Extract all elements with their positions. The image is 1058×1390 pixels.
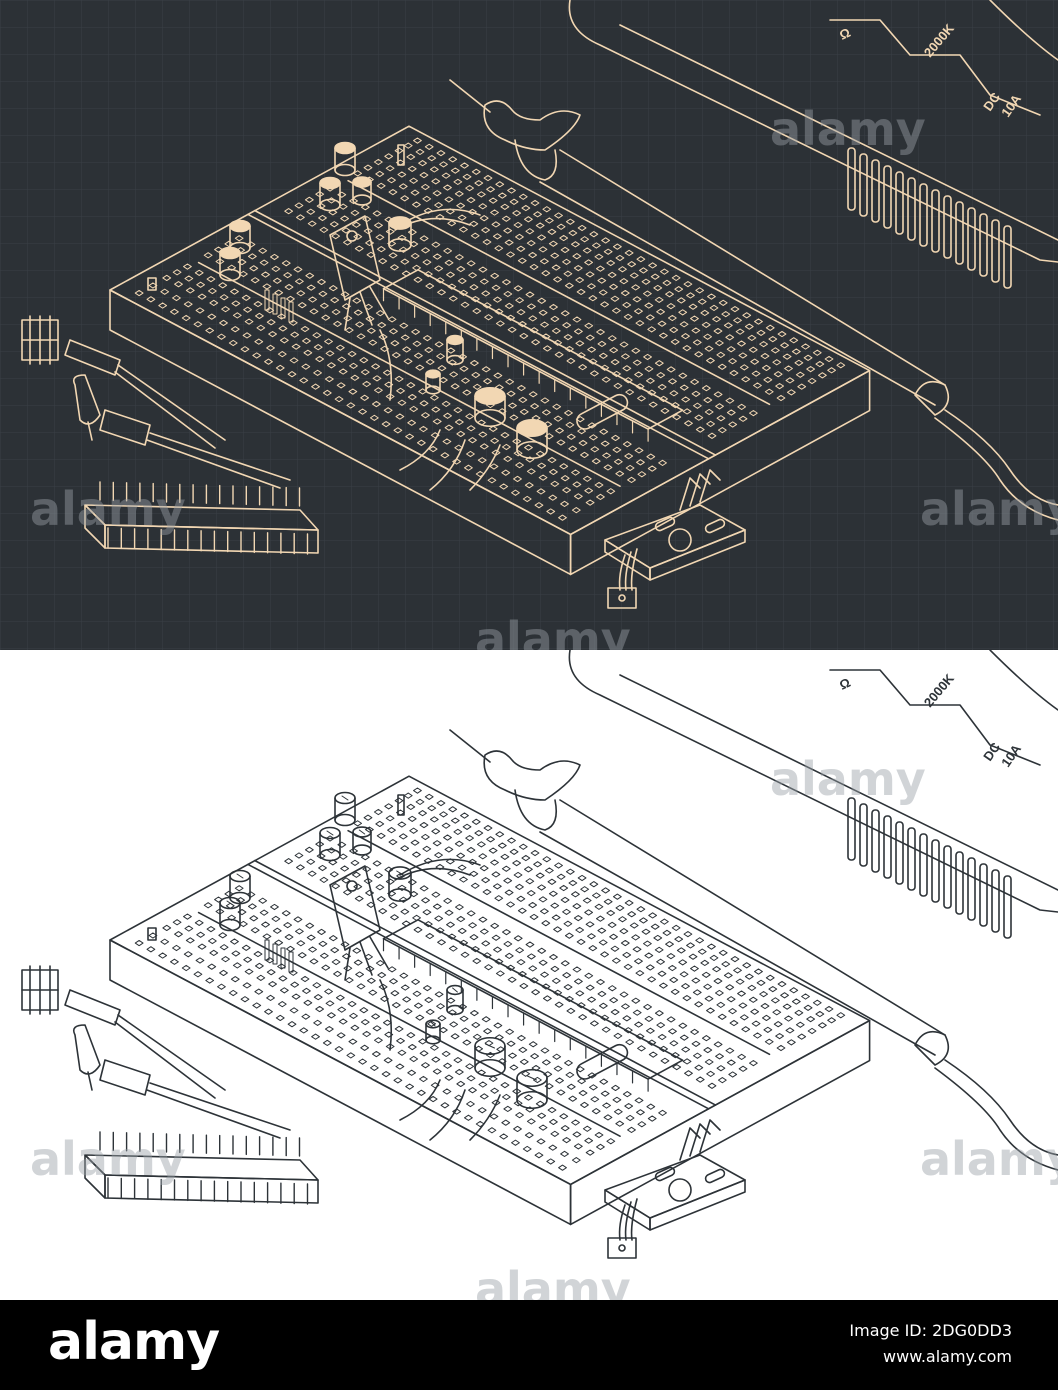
voltage-regulator xyxy=(329,215,389,331)
capacitor-c8 xyxy=(425,369,441,395)
terminal-holes-a xyxy=(162,263,616,506)
pin-header-small xyxy=(21,965,59,1015)
capacitor-c7 xyxy=(446,984,464,1016)
watermark-text: alamy xyxy=(30,482,186,536)
breadboard xyxy=(109,775,871,1226)
voltage-regulator xyxy=(329,865,389,981)
loose-capacitors xyxy=(64,339,291,489)
rail-holes-back xyxy=(403,787,846,1024)
terminal-holes-b xyxy=(203,885,667,1133)
jumper-wires xyxy=(379,858,501,1141)
watermark-text: alamy xyxy=(30,1132,186,1186)
watermark-text: alamy xyxy=(920,482,1058,536)
footer-brand-logo[interactable]: alamy xyxy=(48,1312,220,1372)
capacitor-c1 xyxy=(334,791,356,827)
header-pin xyxy=(397,144,405,166)
jumper-wires xyxy=(379,208,501,491)
crystal-oscillator xyxy=(576,393,629,430)
sensor-chip xyxy=(607,1237,637,1259)
capacitor-c9 xyxy=(474,1036,506,1078)
capacitor-c1 xyxy=(334,141,356,177)
pin-header-strip xyxy=(84,481,319,555)
crystal-oscillator xyxy=(576,1043,629,1080)
image-id-text: Image ID: 2DG0DD3 xyxy=(849,1321,1012,1340)
watermark-overlay: alamy alamy alamy alamy xyxy=(30,752,1058,1300)
capacitor-c10 xyxy=(516,1068,548,1110)
stock-footer-bar: alamy Image ID: 2DG0DD3 www.alamy.com xyxy=(0,1300,1058,1390)
capacitor-c5 xyxy=(229,869,251,905)
capacitor-c4 xyxy=(388,216,412,252)
pin-header-strip xyxy=(84,1131,319,1205)
illustration-scene-dark: Ω2000KDC10Aalamyalamyalamyalamy xyxy=(21,0,1058,650)
breadboard xyxy=(109,125,871,576)
capacitor-c9 xyxy=(474,386,506,428)
multimeter-grip-ribs xyxy=(847,147,1012,289)
capacitor-c7 xyxy=(446,334,464,366)
ic-chip xyxy=(382,268,684,442)
watermark-text: alamy xyxy=(475,612,631,650)
pin-header-small xyxy=(21,315,59,365)
watermark-text: alamy xyxy=(770,102,926,156)
ic-chip xyxy=(382,918,684,1092)
capacitor-c3 xyxy=(352,826,372,856)
header-pin xyxy=(397,794,405,816)
terminal-holes-a xyxy=(162,913,616,1156)
capacitor-c6 xyxy=(219,246,241,282)
capacitor-c2 xyxy=(319,176,341,212)
watermark-text: alamy xyxy=(475,1262,631,1300)
jumper-pin xyxy=(147,927,157,941)
loose-capacitors xyxy=(64,989,291,1139)
capacitor-c2 xyxy=(319,826,341,862)
capacitor-c3 xyxy=(352,176,372,206)
capacitor-c10 xyxy=(516,418,548,460)
watermark-text: alamy xyxy=(770,752,926,806)
capacitor-c6 xyxy=(219,896,241,932)
rail-holes-back xyxy=(403,137,846,374)
jumper-pin xyxy=(147,277,157,291)
watermark-overlay: alamy alamy alamy alamy xyxy=(30,102,1058,650)
site-url-text[interactable]: www.alamy.com xyxy=(883,1347,1012,1366)
terminal-holes-c xyxy=(284,835,758,1089)
capacitor-c8 xyxy=(425,1019,441,1045)
blueprint-illustration: Ω2000KDC10Aalamyalamyalamyalamy xyxy=(0,0,1058,650)
watermark-text: alamy xyxy=(920,1132,1058,1186)
breadboard-side-face xyxy=(569,1019,871,1226)
rail-holes-front xyxy=(134,282,581,521)
sensor-module xyxy=(604,1119,746,1259)
sensor-chip xyxy=(607,587,637,609)
multimeter-grip-ribs xyxy=(847,797,1012,939)
multimeter-probe xyxy=(449,729,1058,1171)
breadboard-side-face xyxy=(569,369,871,576)
terminal-holes-d xyxy=(353,797,827,1052)
multimeter-probe xyxy=(449,79,1058,521)
illustration-scene-light: Ω2000KDC10Aalamyalamyalamyalamy xyxy=(21,650,1058,1300)
sensor-module xyxy=(604,469,746,609)
terminal-holes-d xyxy=(353,147,827,402)
footer-meta: Image ID: 2DG0DD3 www.alamy.com xyxy=(849,1318,1012,1370)
line-art-illustration: Ω2000KDC10Aalamyalamyalamyalamy xyxy=(0,650,1058,1300)
